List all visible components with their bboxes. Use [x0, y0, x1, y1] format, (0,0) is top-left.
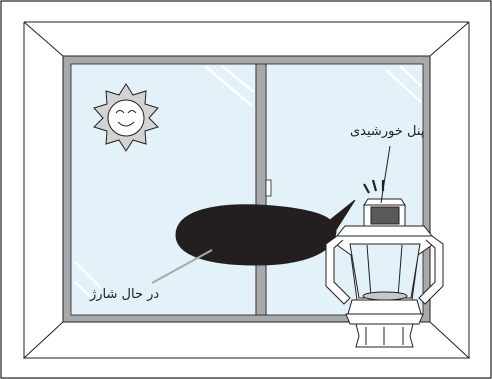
solar-cell [371, 207, 399, 224]
window-latch [266, 180, 271, 196]
solar-panel-label: پنل خورشیدی [350, 124, 424, 139]
charging-label: در حال شارژ [90, 287, 159, 302]
window-mullion [256, 64, 266, 315]
